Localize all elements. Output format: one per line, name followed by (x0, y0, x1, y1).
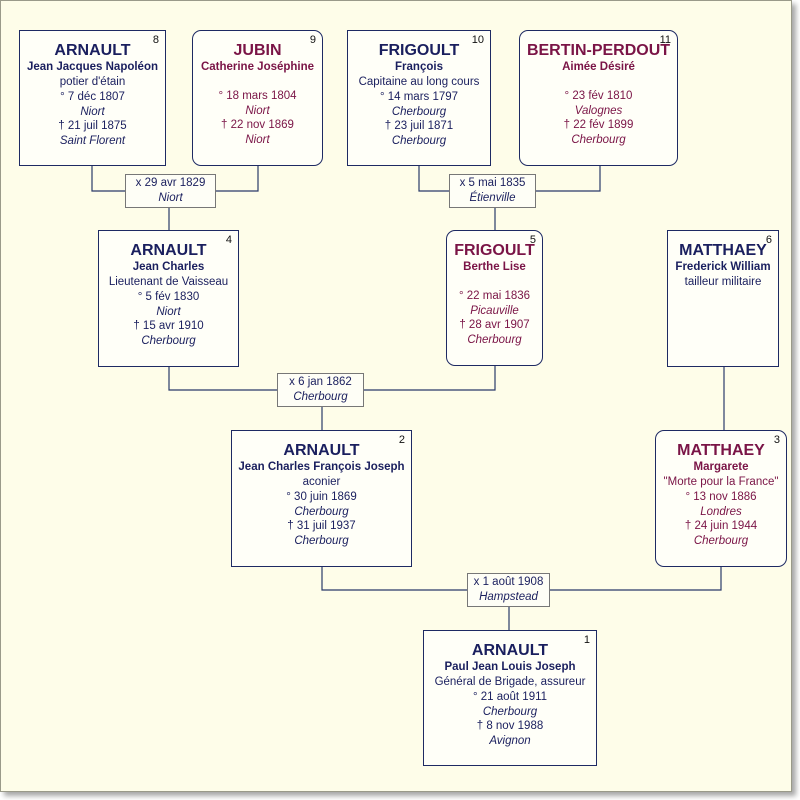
marriage-box-8-9[interactable]: x 29 avr 1829 Niort (125, 174, 216, 208)
marriage-date: x 6 jan 1862 (289, 376, 352, 388)
given-names: Berthe Lise (463, 261, 526, 273)
surname: ARNAULT (130, 242, 207, 259)
person-box-3[interactable]: 3 MATTHAEY Margarete "Morte pour la Fran… (655, 430, 787, 567)
death-place: Cherbourg (391, 134, 447, 147)
given-names: Aimée Désiré (562, 61, 635, 73)
surname: ARNAULT (283, 442, 360, 459)
person-box-5[interactable]: 5 FRIGOULT Berthe Lise ° 22 mai 1836 Pic… (446, 230, 543, 366)
occupation: Lieutenant de Vaisseau (108, 276, 229, 288)
birth-place: Cherbourg (294, 505, 349, 518)
death-date: † 24 juin 1944 (684, 520, 758, 532)
marriage-place: Hampstead (479, 590, 538, 603)
birth-place: Valognes (574, 104, 623, 117)
death-place: Cherbourg (294, 534, 349, 547)
death-place: Niort (245, 133, 270, 146)
marriage-place: Étienville (469, 191, 516, 204)
death-date: † 28 avr 1907 (459, 319, 530, 331)
surname: MATTHAEY (677, 442, 765, 459)
sosa-number: 2 (398, 434, 405, 446)
sosa-number: 5 (529, 234, 536, 246)
sosa-number: 11 (659, 34, 671, 46)
given-names: Paul Jean Louis Joseph (444, 661, 576, 673)
surname: ARNAULT (471, 642, 549, 659)
birth-place: Niort (156, 305, 181, 318)
person-box-10[interactable]: 10 FRIGOULT François Capitaine au long c… (347, 30, 491, 166)
birth-date: ° 13 nov 1886 (685, 491, 757, 503)
marriage-box-10-11[interactable]: x 5 mai 1835 Étienville (449, 174, 536, 208)
birth-date: ° 14 mars 1797 (379, 91, 459, 103)
occupation: Capitaine au long cours (358, 76, 480, 88)
birth-date: ° 7 déc 1807 (60, 91, 125, 103)
marriage-date: x 1 août 1908 (473, 576, 544, 588)
occupation: tailleur militaire (684, 276, 762, 288)
surname: BERTIN-PERDOUT (526, 42, 671, 59)
marriage-date: x 29 avr 1829 (135, 177, 206, 189)
given-names: Frederick William (675, 261, 771, 273)
sosa-number: 6 (765, 234, 772, 246)
marriage-place: Cherbourg (293, 390, 348, 403)
given-names: Catherine Joséphine (200, 61, 315, 73)
occupation: aconier (302, 476, 341, 488)
birth-date: ° 22 mai 1836 (458, 290, 531, 302)
sosa-number: 10 (471, 34, 484, 46)
marriage-date: x 5 mai 1835 (459, 177, 526, 189)
birth-date: ° 5 fév 1830 (137, 291, 200, 303)
birth-date: ° 18 mars 1804 (218, 90, 297, 102)
given-names: Jean Jacques Napoléon (26, 61, 159, 73)
death-date: † 22 fév 1899 (563, 119, 634, 131)
person-box-8[interactable]: 8 ARNAULT Jean Jacques Napoléon potier d… (19, 30, 166, 166)
death-date: † 15 avr 1910 (133, 320, 204, 332)
birth-date: ° 23 fév 1810 (564, 90, 633, 102)
person-box-2[interactable]: 2 ARNAULT Jean Charles François Joseph a… (231, 430, 412, 567)
occupation: "Morte pour la France" (663, 476, 779, 488)
sosa-number: 4 (225, 234, 232, 246)
marriage-place: Niort (158, 191, 183, 204)
birth-place: Cherbourg (391, 105, 447, 118)
person-box-9[interactable]: 9 JUBIN Catherine Joséphine ° 18 mars 18… (192, 30, 323, 166)
person-box-11[interactable]: 11 BERTIN-PERDOUT Aimée Désiré ° 23 fév … (519, 30, 678, 166)
marriage-box-4-5[interactable]: x 6 jan 1862 Cherbourg (277, 373, 364, 407)
death-place: Avignon (489, 734, 531, 747)
sosa-number: 9 (309, 34, 316, 46)
occupation: Général de Brigade, assureur (434, 676, 586, 688)
given-names: Margarete (693, 461, 749, 473)
death-date: † 8 nov 1988 (476, 720, 544, 732)
marriage-box-2-3[interactable]: x 1 août 1908 Hampstead (467, 573, 550, 607)
given-names: François (395, 61, 443, 73)
birth-place: Londres (700, 505, 742, 518)
birth-place: Cherbourg (482, 705, 538, 718)
sosa-number: 8 (152, 34, 159, 46)
surname: FRIGOULT (454, 242, 535, 259)
person-box-4[interactable]: 4 ARNAULT Jean Charles Lieutenant de Vai… (98, 230, 239, 367)
sosa-number: 1 (583, 634, 590, 646)
given-names: Jean Charles François Joseph (238, 461, 405, 473)
birth-date: ° 21 août 1911 (472, 691, 548, 703)
person-box-6[interactable]: 6 MATTHAEY Frederick William tailleur mi… (667, 230, 779, 367)
surname: ARNAULT (54, 42, 131, 59)
death-date: † 23 juil 1871 (384, 120, 454, 132)
sosa-number: 3 (773, 434, 780, 446)
surname: MATTHAEY (679, 242, 767, 259)
death-date: † 21 juil 1875 (58, 120, 127, 132)
birth-place: Niort (80, 105, 105, 118)
death-date: † 31 juil 1937 (287, 520, 356, 532)
person-box-1[interactable]: 1 ARNAULT Paul Jean Louis Joseph Général… (423, 630, 597, 766)
death-place: Saint Florent (59, 134, 126, 147)
death-place: Cherbourg (467, 333, 522, 346)
birth-date: ° 30 juin 1869 (286, 491, 357, 503)
birth-place: Picauville (470, 304, 519, 317)
given-names: Jean Charles (132, 261, 205, 273)
surname: JUBIN (233, 42, 282, 59)
surname: FRIGOULT (378, 42, 460, 59)
death-place: Cherbourg (693, 534, 749, 547)
death-place: Cherbourg (571, 133, 626, 146)
occupation: potier d'étain (59, 76, 126, 88)
death-place: Cherbourg (141, 334, 196, 347)
birth-place: Niort (245, 104, 270, 117)
death-date: † 22 nov 1869 (221, 119, 294, 131)
